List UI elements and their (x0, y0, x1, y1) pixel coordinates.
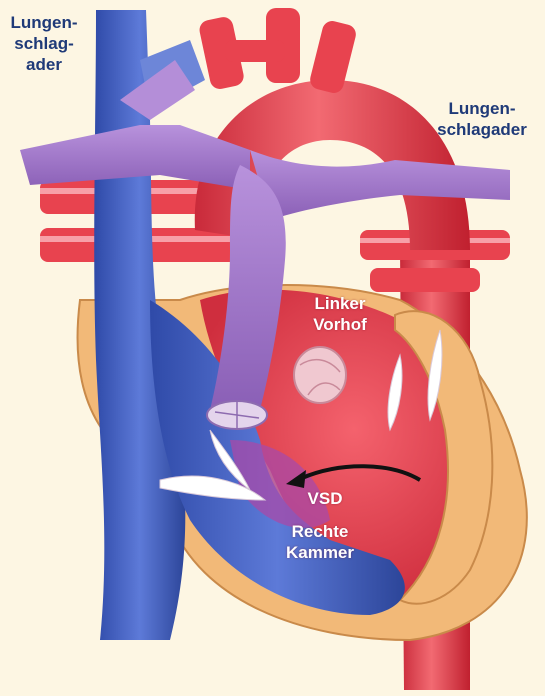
aortic-valve (294, 347, 346, 403)
label-vsd: VSD (300, 488, 350, 509)
label-left-atrium: Linker Vorhof (300, 293, 380, 335)
label-pulmonary-artery-right: Lungen- schlagader (430, 98, 534, 140)
label-pulmonary-artery-left: Lungen- schlag- ader (8, 12, 80, 75)
label-right-ventricle: Rechte Kammer (275, 521, 365, 563)
